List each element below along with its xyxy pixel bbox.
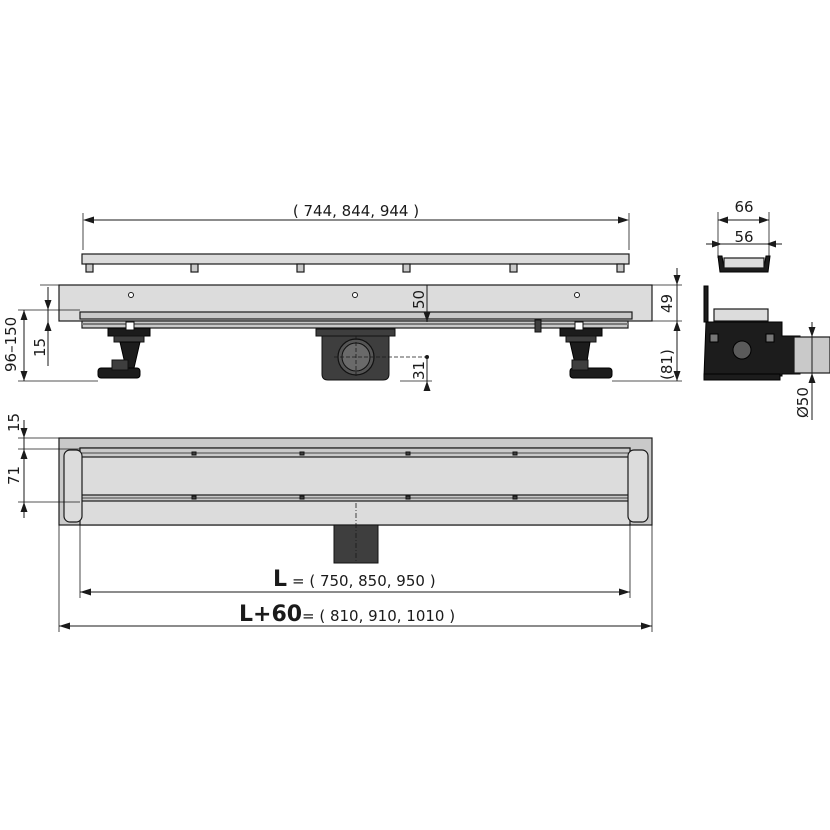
length-L-dimension: L = ( 750, 850, 950 ) bbox=[79, 525, 631, 598]
outlet-diameter-label: Ø50 bbox=[794, 387, 812, 418]
height-range-dimension: 96–150 bbox=[2, 309, 98, 382]
length-L60-values: = ( 810, 910, 1010 ) bbox=[302, 607, 455, 625]
channel-height-label: 49 bbox=[658, 294, 676, 313]
grate-width-dimension: 66 56 bbox=[706, 198, 782, 258]
foot-offset-dimension: 15 bbox=[31, 284, 59, 366]
height-range-label: 96–150 bbox=[2, 317, 20, 372]
channel-plan-view bbox=[58, 437, 653, 564]
plan-width-label: 71 bbox=[5, 466, 23, 485]
plan-rim-label: 15 bbox=[5, 413, 23, 432]
outlet-center-label: 31 bbox=[410, 361, 428, 380]
outlet-diameter-dimension: Ø50 bbox=[794, 322, 816, 420]
length-L-symbol: L bbox=[273, 567, 287, 592]
grate-width-inner-label: 56 bbox=[734, 228, 753, 246]
outlet-siphon bbox=[315, 328, 428, 381]
total-height-dimension: (81) bbox=[612, 321, 682, 382]
plan-width-dimension: 71 bbox=[5, 449, 80, 518]
total-height-label: (81) bbox=[658, 349, 676, 380]
length-L60-symbol: L+60 bbox=[239, 602, 302, 627]
grate-length-dimension: ( 744, 844, 944 ) bbox=[82, 202, 630, 250]
outlet-depth-dimension: 50 bbox=[410, 285, 431, 322]
outlet-center-dimension: 31 bbox=[400, 355, 432, 391]
grate-length-label: ( 744, 844, 944 ) bbox=[293, 202, 419, 220]
outlet-depth-label: 50 bbox=[410, 290, 428, 309]
channel-side-view bbox=[58, 284, 653, 333]
grate-side-view bbox=[81, 253, 630, 273]
foot-offset-label: 15 bbox=[31, 338, 49, 357]
channel-height-dimension: 49 bbox=[652, 268, 682, 322]
length-L60-dimension: L+60 = ( 810, 910, 1010 ) bbox=[58, 525, 653, 632]
plan-rim-dimension: 15 bbox=[5, 413, 80, 459]
right-adjustable-foot bbox=[559, 321, 613, 379]
grate-width-outer-label: 66 bbox=[734, 198, 753, 216]
length-L-values: = ( 750, 850, 950 ) bbox=[292, 572, 436, 590]
grate-cross-section bbox=[717, 255, 771, 273]
left-adjustable-foot bbox=[97, 321, 151, 379]
